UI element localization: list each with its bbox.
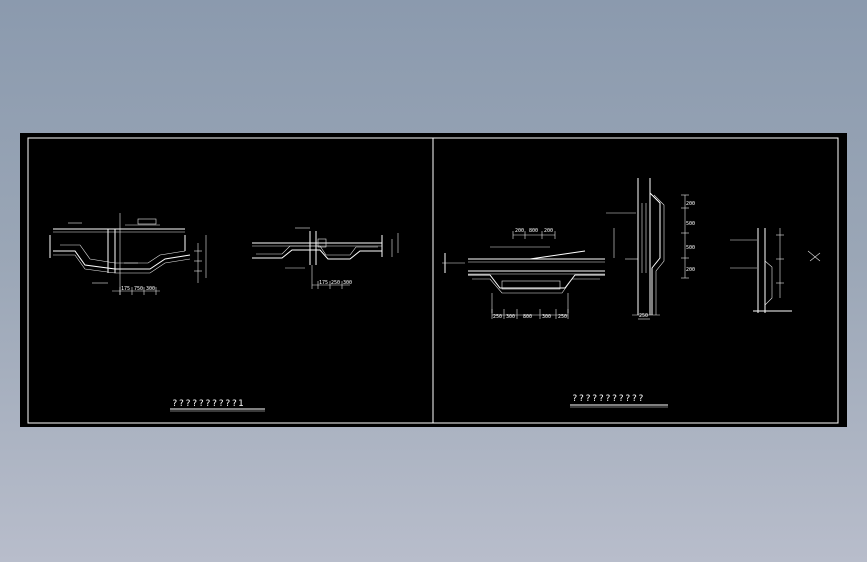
dim-label: 175: [319, 280, 328, 286]
left-detail-2-dims: 175 250 300: [319, 280, 352, 286]
left-detail-1-dims: 175 750 300: [121, 286, 155, 292]
dim-label: 300: [542, 314, 551, 320]
right-column-dims: 200 500 500 200 250: [639, 201, 695, 319]
dim-label: 750: [134, 286, 143, 292]
left-detail-1: [49, 213, 207, 295]
dim-label: 300: [343, 280, 352, 286]
dim-label: 175: [121, 286, 130, 292]
dim-label: 200: [686, 201, 695, 207]
dim-label: 300: [146, 286, 155, 292]
dim-label: 250: [331, 280, 340, 286]
left-detail-2: [252, 227, 399, 289]
dim-label: 300: [506, 314, 515, 320]
dim-label: 800: [529, 228, 538, 234]
right-sheet-title: ???????????: [570, 394, 668, 408]
dim-label: 200: [686, 267, 695, 273]
right-beam-dims: 200 800 200 250 300 800 300 250: [493, 228, 567, 320]
right-detail-column: [606, 178, 689, 320]
cad-drawing-canvas[interactable]: 175 750 300 175 250 300 ??????????1: [20, 133, 847, 427]
left-title-text: ??????????1: [172, 399, 245, 409]
dim-label: 250: [639, 313, 648, 319]
right-title-text: ???????????: [572, 394, 645, 404]
left-sheet-title: ??????????1: [170, 399, 265, 412]
dim-label: 500: [686, 221, 695, 227]
dim-label: 200: [515, 228, 524, 234]
dim-label: 200: [544, 228, 553, 234]
dim-label: 500: [686, 245, 695, 251]
right-detail-wall: [730, 228, 821, 313]
dim-label: 250: [493, 314, 502, 320]
dim-label: 800: [523, 314, 532, 320]
dim-label: 250: [558, 314, 567, 320]
right-detail-beam: [442, 231, 605, 319]
